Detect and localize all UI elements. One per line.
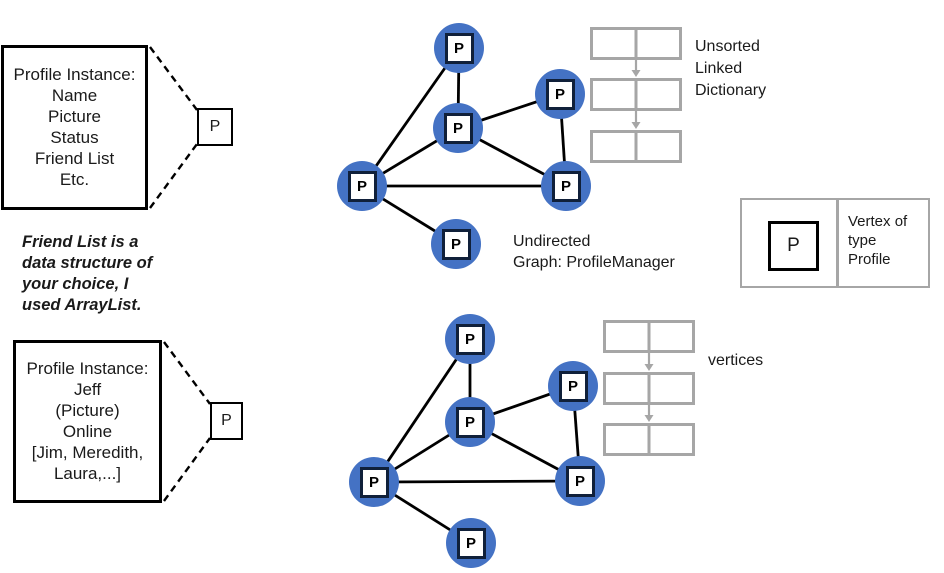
profile-field-line: Picture — [48, 107, 101, 126]
dict-cell-pair — [603, 372, 695, 405]
legend-text-line: Vertex of — [848, 213, 908, 230]
profile-field-line: [Jim, Meredith, — [31, 443, 144, 462]
vertex-p-square: P — [441, 228, 471, 260]
vertex-p-square: P — [443, 112, 473, 144]
vertex-p-square: P — [456, 527, 486, 559]
dict-cell-pair — [590, 78, 682, 111]
concrete-profile-box: Profile Instance: Jeff (Picture) Online … — [13, 340, 162, 503]
graph-vertex-node: P — [446, 518, 496, 568]
abstract-profile-box: Profile Instance: Name Picture Status Fr… — [1, 45, 148, 210]
undirected-graph-label: Undirected Graph: ProfileManager — [513, 231, 675, 273]
graph-vertex-node: P — [431, 219, 481, 269]
dashed-connector — [149, 143, 198, 209]
profile-field-line: Laura,...] — [53, 464, 122, 483]
vertex-p-square: P — [444, 32, 474, 64]
legend-divider — [836, 200, 839, 286]
dict-cell-divider — [647, 426, 651, 453]
legend-p-square: P — [768, 221, 819, 271]
dict-cell-divider — [634, 81, 638, 108]
graph-label-line: Graph: ProfileManager — [513, 254, 675, 271]
vertex-p-square: P — [551, 170, 581, 202]
dict-label-line: vertices — [708, 352, 764, 369]
dict-cell-divider — [634, 30, 638, 57]
dict-cell-pair — [603, 320, 695, 353]
note-line: data structure of — [22, 254, 153, 272]
legend-text-line: Profile — [848, 251, 891, 268]
graph-vertex-node: P — [434, 23, 484, 73]
down-arrow-head-icon — [644, 415, 654, 422]
down-arrow-head-icon — [644, 364, 654, 371]
dashed-connector — [163, 341, 211, 405]
note-line: Friend List is a — [22, 233, 139, 251]
graph-vertex-node: P — [433, 103, 483, 153]
dict-label-line: Linked — [695, 60, 743, 77]
p-vertex-box-concrete: P — [210, 402, 243, 440]
dict-cell-divider — [647, 375, 651, 402]
dashed-connector — [149, 46, 198, 111]
profile-field-line: Jeff — [73, 380, 102, 399]
graph-vertex-node: P — [535, 69, 585, 119]
graph-vertex-node: P — [541, 161, 591, 211]
vertex-p-square: P — [558, 370, 588, 402]
profile-field-line: Friend List — [34, 149, 115, 168]
graph-vertex-node: P — [445, 314, 495, 364]
note-line: your choice, I — [22, 275, 129, 293]
graph-vertex-node: P — [555, 456, 605, 506]
friend-list-note: Friend List is a data structure of your … — [22, 232, 167, 316]
vertex-p-square: P — [347, 170, 377, 202]
dict-cell-divider — [634, 133, 638, 160]
vertex-p-square: P — [565, 465, 595, 497]
dict-cell-pair — [603, 423, 695, 456]
graph-vertex-node: P — [337, 161, 387, 211]
dict-label-line: Unsorted — [695, 38, 760, 55]
unsorted-linked-dictionary-label: Unsorted Linked Dictionary — [695, 36, 766, 102]
vertex-p-square: P — [545, 78, 575, 110]
graph-vertex-node: P — [349, 457, 399, 507]
profile-field-line: (Picture) — [55, 401, 120, 420]
graph-label-line: Undirected — [513, 233, 591, 250]
graph-edge — [373, 479, 581, 484]
p-vertex-box-abstract: P — [197, 108, 233, 146]
down-arrow-head-icon — [631, 122, 641, 129]
legend-text: Vertex of type Profile — [848, 212, 907, 269]
profile-field-line: Status — [50, 128, 99, 147]
profile-field-line: Profile Instance: — [13, 65, 136, 84]
graph-vertex-node: P — [548, 361, 598, 411]
vertex-p-square: P — [359, 466, 389, 498]
dashed-connector — [163, 437, 211, 502]
dict-label-line: Dictionary — [695, 82, 767, 99]
graph-vertex-node: P — [445, 397, 495, 447]
note-line: used ArrayList. — [22, 296, 142, 314]
dict-cell-pair — [590, 27, 682, 60]
down-arrow-head-icon — [631, 70, 641, 77]
legend-box: P Vertex of type Profile — [740, 198, 930, 288]
legend-text-line: type — [848, 232, 877, 249]
vertex-p-square: P — [455, 323, 485, 355]
profile-field-line: Name — [51, 86, 98, 105]
vertices-label: vertices — [708, 350, 763, 371]
profile-field-line: Etc. — [59, 170, 90, 189]
profile-field-line: Online — [62, 422, 113, 441]
dict-cell-divider — [647, 323, 651, 350]
vertex-p-square: P — [455, 406, 485, 438]
profile-field-line: Profile Instance: — [26, 359, 149, 378]
dict-cell-pair — [590, 130, 682, 163]
